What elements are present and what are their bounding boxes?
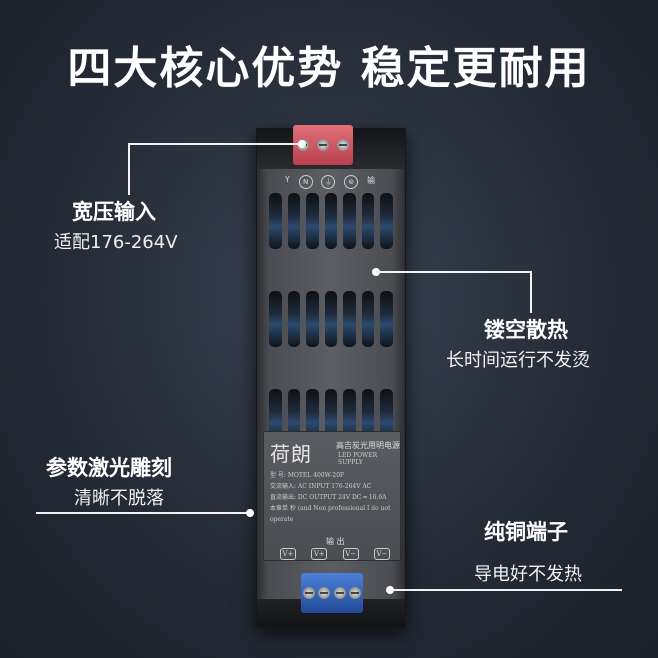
vent-slot [361,291,375,347]
screw-icon [317,139,329,151]
callout-line [530,271,532,313]
vent-slot [361,193,375,249]
spec-row: 本章单 秒 (and Non professional I do not ope… [270,505,391,523]
screw-icon [349,587,362,599]
feature-title-vent: 镂空散热 [484,318,568,342]
feature-subtitle-input: 适配176-264V [54,232,178,253]
vent-slot [380,193,393,249]
feature-subtitle-terminal: 导电好不发热 [474,564,582,585]
spec-rows: 型 号: MOTEL 400W-20F 交流输入: AC INPUT 176-2… [270,470,394,525]
vent-slot [380,291,393,347]
callout-line [128,143,300,145]
screw-icon [337,139,349,151]
vent-slot [306,291,319,347]
output-terminal-block [301,573,363,613]
vent-slot [287,193,301,249]
vent-slot [269,291,282,347]
plate-subtitle: LED POWER SUPPLY [338,452,378,466]
callout-dot [246,509,254,517]
spec-row: 交流输入: AC INPUT 176-264V AC [270,483,372,490]
callout-line [128,143,130,195]
power-supply-device: Y N ⏚ ⊜ 输 荷朗 高吉炭光用明电源 [256,125,406,628]
terminal-label: V− [342,548,359,560]
input-label-text: 输 [366,176,375,185]
vent-slot [306,193,319,249]
vent-slot [343,193,356,249]
vent-slot [269,193,282,249]
feature-subtitle-engrave: 清晰不脱落 [74,488,164,509]
input-label-y: Y [285,175,290,184]
output-label: 输 出 [326,537,345,546]
feature-title-engrave: 参数激光雕刻 [46,456,172,480]
callout-dot [298,140,306,148]
vent-slot [324,291,338,347]
brand-logo: 荷朗 [270,442,312,466]
terminal-label: V+ [311,548,328,560]
spec-row: 直流输出: DC OUTPUT 24V DC ═ 16.6A [270,494,387,501]
vent-slot [324,193,338,249]
spec-row: 型 号: MOTEL 400W-20F [270,472,345,479]
input-labels: Y N ⏚ ⊜ 输 [285,175,375,189]
feature-title-terminal: 纯铜端子 [484,520,568,544]
callout-line [376,271,530,273]
output-terminal-labels: V+ V+ V− V− [280,548,390,560]
headline: 四大核心优势 稳定更耐用 [67,43,591,94]
input-label-n: N [298,175,313,189]
screw-icon [333,587,346,599]
screw-icon [302,587,315,599]
callout-line [36,512,248,514]
terminal-label: V+ [280,548,296,560]
ground-icon: ⏚ [321,175,336,189]
plate-title: 高吉炭光用明电源 [336,441,400,450]
screw-icon [318,587,331,599]
input-terminal-block [293,125,353,165]
earth-icon: ⊜ [344,175,359,189]
terminal-label: V− [373,548,390,560]
callout-line [390,589,622,591]
vent-slot [287,291,301,347]
vent-slot [343,291,356,347]
feature-title-input: 宽压输入 [72,200,156,224]
feature-subtitle-vent: 长时间运行不发烫 [446,350,590,371]
spec-label-plate: 荷朗 高吉炭光用明电源 LED POWER SUPPLY 型 号: MOTEL … [263,431,401,561]
